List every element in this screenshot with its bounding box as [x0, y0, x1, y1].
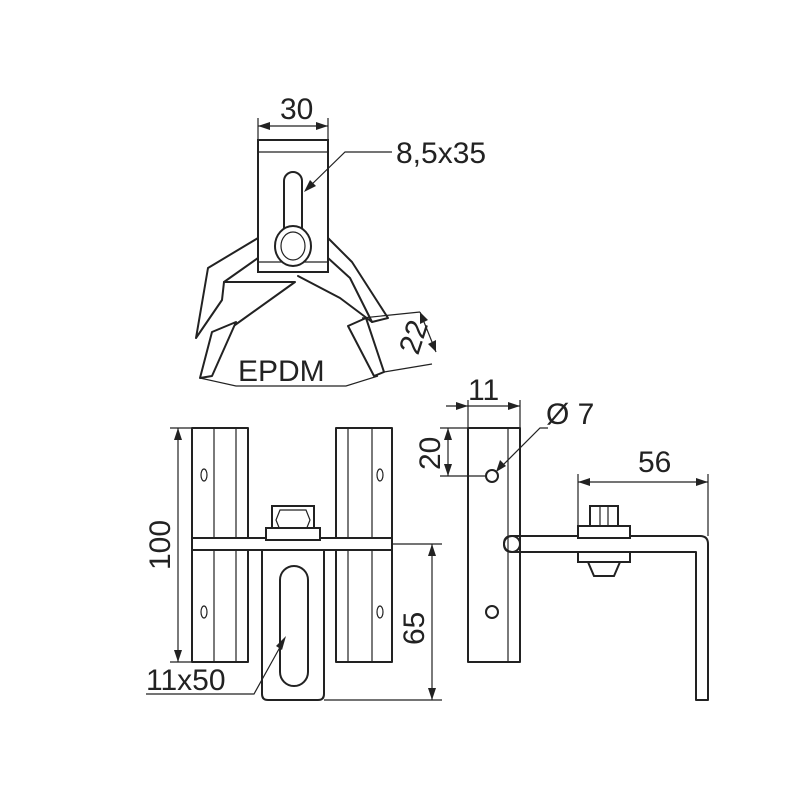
epdm-pad-left — [199, 321, 237, 379]
dim-total-height: 100 — [144, 520, 177, 570]
dim-arm-length: 56 — [638, 446, 671, 479]
side-hole-lower — [485, 605, 499, 619]
side-view: 11 20 Ø 7 56 — [414, 374, 709, 701]
side-arm-bracket — [519, 535, 709, 701]
side-profile — [467, 427, 521, 663]
label-bottom-slot: 11x50 — [146, 664, 226, 697]
dim-side-offset: 20 — [414, 437, 447, 470]
front-lower-plate — [261, 549, 325, 701]
dim-side-width: 11 — [468, 374, 499, 407]
side-nut-icon — [589, 505, 619, 529]
side-bolt-head-icon — [586, 561, 622, 577]
label-top-slot: 8,5x35 — [396, 137, 486, 170]
epdm-pad-right — [347, 317, 385, 377]
dim-angle-height: 22 — [393, 316, 435, 358]
dim-lower-height: 65 — [398, 612, 431, 645]
label-hole-diameter: Ø 7 — [546, 398, 594, 431]
front-slot — [279, 565, 309, 687]
front-view: 100 65 11x50 — [144, 427, 442, 701]
dim-top-width: 30 — [280, 93, 313, 126]
label-epdm: EPDM — [238, 355, 325, 388]
top-clamp-view: 30 8,5x35 22 EPDM — [195, 93, 486, 388]
